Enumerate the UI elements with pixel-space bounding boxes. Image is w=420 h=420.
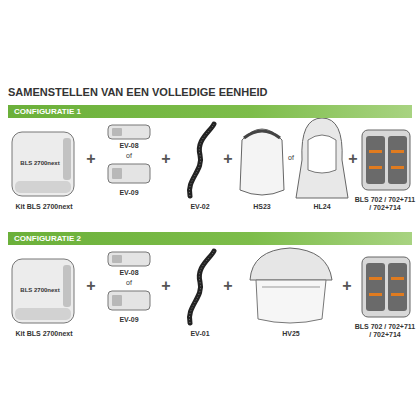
part-label: EV-08 xyxy=(109,269,149,277)
part-label: EV-09 xyxy=(109,189,149,197)
band-heading: CONFIGURATIE 1 xyxy=(8,105,412,118)
device-logo-text: BLS 2700next xyxy=(18,160,62,167)
part-label: Kit BLS 2700next xyxy=(4,203,84,211)
part-label: EV-01 xyxy=(180,330,220,338)
plus-sign: + xyxy=(347,150,359,168)
plus-sign: + xyxy=(221,150,235,168)
part-label: BLS 702 / 702+711 / 702+714 xyxy=(354,196,416,212)
part-label: EV-09 xyxy=(109,316,149,324)
plus-sign: + xyxy=(159,277,173,295)
part-label: HS23 xyxy=(242,203,282,211)
band-heading: CONFIGURATIE 2 xyxy=(8,232,412,245)
or-word: of xyxy=(283,154,299,162)
or-word: of xyxy=(119,279,139,287)
part-label: Kit BLS 2700next xyxy=(4,330,84,338)
part-label: EV-02 xyxy=(180,203,220,211)
part-label: HL24 xyxy=(302,203,342,211)
plus-sign: + xyxy=(340,277,354,295)
row-one-art xyxy=(12,118,410,198)
row-two-art xyxy=(12,248,410,323)
plus-sign: + xyxy=(84,150,98,168)
or-word: of xyxy=(119,152,139,160)
part-label: EV-08 xyxy=(109,142,149,150)
config-band: CONFIGURATIE 2 xyxy=(8,232,412,245)
diagram-title: SAMENSTELLEN VAN EEN VOLLEDIGE EENHEID xyxy=(8,86,268,99)
part-label: HV25 xyxy=(271,330,311,338)
plus-sign: + xyxy=(159,150,173,168)
plus-sign: + xyxy=(221,277,235,295)
part-label: BLS 702 / 702+711 / 702+714 xyxy=(354,323,416,339)
device-logo-text: BLS 2700next xyxy=(18,287,62,294)
plus-sign: + xyxy=(84,277,98,295)
config-band: CONFIGURATIE 1 xyxy=(8,105,412,118)
